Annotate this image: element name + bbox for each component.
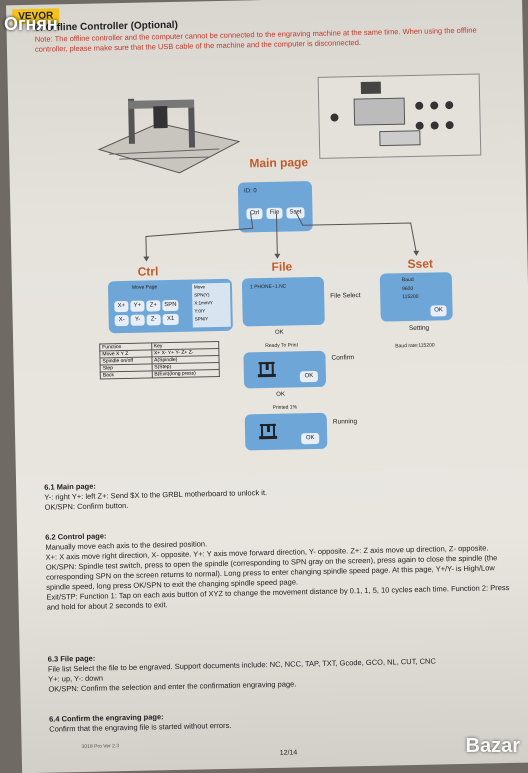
footer-version: 3018 Pro Ver 2.3 [81,743,120,750]
confirm-label: Confirm [331,354,355,362]
ready-to-print-label: Ready To Print [265,342,299,350]
file-name-text: 1 PHONE~1.NC [249,283,287,291]
machine-illustration [97,98,241,174]
running-ok-button[interactable]: OK [301,432,320,445]
z-plus-button[interactable]: Z+ [146,300,161,312]
z-minus-button[interactable]: Z- [146,314,161,326]
section-6-2: 6.2 Control page: Manually move each axi… [45,523,517,613]
ok-arrow-label-1: OK [274,329,284,336]
ctrl-side-panel: Move SPN(Y) X:1mm/Y Y:0/Y SPN/Y [191,282,231,328]
spn-button[interactable]: SPN [162,299,179,312]
manual-page: VEVOR 6. Offline Controller (Optional) N… [6,0,528,773]
ctrl-label: Ctrl [137,264,159,279]
running-screen: OK [244,412,328,451]
y-minus-button[interactable]: Y- [130,314,145,326]
sset-line: 9600 [402,285,414,293]
sset-ok-button[interactable]: OK [430,305,447,317]
move-page-text: Move Page [131,284,158,291]
ctrl-screen: Move Page X+ Y+ Z+ SPN X- Y- Z- X1 Move … [107,278,233,334]
confirm-screen: OK [243,350,327,389]
sset-label: Sset [407,256,434,272]
y-plus-button[interactable]: Y+ [130,300,145,312]
machine-icon [257,361,276,378]
sset-line: Baud [401,276,414,284]
x1-button[interactable]: X1 [162,313,179,326]
file-screen: 1 PHONE~1.NC [241,276,325,327]
ok-arrow-label-2: OK [276,391,286,398]
sset-line: 115200 [402,293,419,301]
watermark-text: Огнян [4,14,58,34]
x-plus-button[interactable]: X+ [114,300,129,313]
x-minus-button[interactable]: X- [114,314,129,327]
table-cell: B(Exit)(long press) [151,369,220,378]
confirm-ok-button[interactable]: OK [299,370,319,383]
printed-label: Printed 1% [272,404,298,411]
machine-icon [259,423,278,440]
page-number: 12/14 [279,749,298,757]
file-label: File [271,259,293,274]
running-label: Running [332,418,358,426]
flow-arrows [143,211,420,262]
setting-label: Setting [408,324,430,333]
table-cell: Back [100,370,152,380]
bazar-logo: Bazar [465,735,520,757]
sset-screen: Baud 9600 115200 OK [379,272,453,322]
ctrl-side-item: SPN/Y [194,316,209,322]
baud-rate-label: Baud rate:115200 [395,342,435,350]
file-select-label: File Select [330,292,361,300]
controller-board-illustration [317,73,482,159]
